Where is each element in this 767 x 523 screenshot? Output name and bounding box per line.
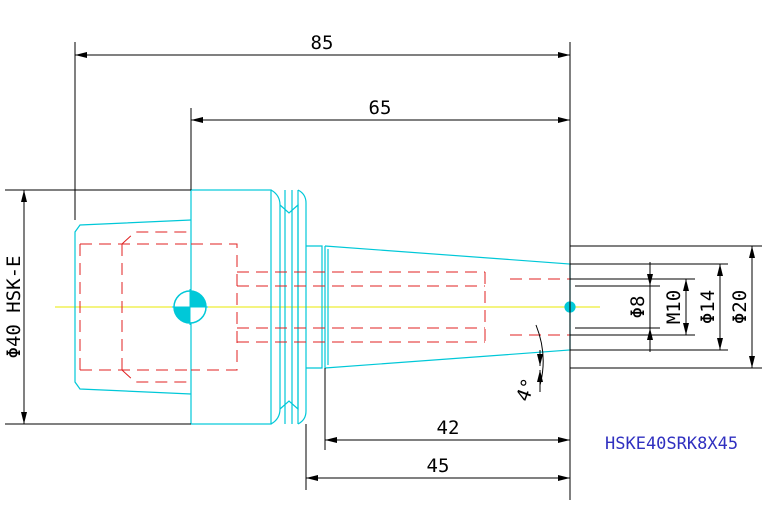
- hidden-lines: [79, 231, 570, 383]
- dim-taper-angle-label: 4°: [512, 375, 541, 404]
- dim-thread-label: M10: [663, 290, 685, 324]
- dim-42-label: 42: [437, 417, 460, 439]
- dim-inner-diameter-label: Φ14: [697, 290, 719, 324]
- dim-65-label: 65: [369, 97, 392, 119]
- dim-85-label: 85: [311, 32, 334, 54]
- dim-flange-diameter-label: Φ40 HSK-E: [3, 256, 25, 359]
- center-of-gravity-symbol: [172, 289, 208, 325]
- dim-bore-diameter-label: Φ8: [627, 296, 649, 319]
- dim-45-label: 45: [427, 455, 450, 477]
- dim-nose-diameter-label: Φ20: [729, 290, 751, 324]
- dimension-lines: [5, 42, 762, 500]
- part-number-label: HSKE40SRK8X45: [605, 434, 738, 454]
